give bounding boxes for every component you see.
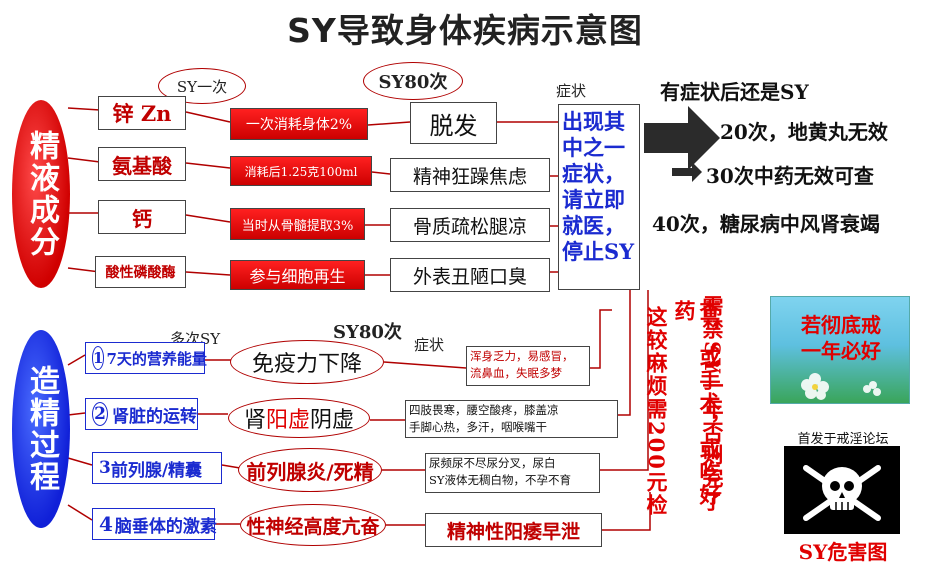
flower-icon: [801, 373, 881, 400]
poster-caption: SY危害图: [798, 540, 888, 564]
symptom-3-line-2: SY液体无稠白物，不孕不育: [429, 473, 571, 487]
effect-calcium: 当时从骨髓提取3%: [230, 208, 365, 240]
note-column-3: 这较麻烦需200元检: [644, 306, 669, 517]
step-label-2: 肾脏的运转: [112, 406, 197, 427]
sy80-top-label: SY80次: [363, 62, 463, 100]
effect-nerves: 性神经高度亢奋: [240, 504, 386, 546]
process-step-4: 4 脑垂体的激素: [92, 508, 217, 540]
poster-source: 首发于戒淫论坛: [797, 432, 889, 447]
kidney-yin: 阴虚: [310, 408, 355, 433]
kidney-prefix: 肾: [243, 408, 266, 433]
after-symptom-head: 有症状后还是SY: [660, 80, 809, 104]
kidney-yang: 阳虚: [265, 408, 310, 433]
skull-icon: [803, 465, 881, 521]
sy80-top-text: SY80次: [378, 72, 448, 93]
component-acid-phosphatase: 酸性磷酸酶: [95, 256, 186, 288]
note-column-2: 查，或手术，或吃好药: [672, 300, 722, 507]
symptom-2-line-1: 四肢畏寒，腰空酸疼，膝盖凉: [409, 403, 559, 417]
after-symptom-30: 30次中药无效可查: [706, 164, 874, 188]
effect-kidney: 肾阳虚阴虚: [228, 398, 370, 438]
step-label-4: 脑垂体的激素: [114, 516, 217, 537]
quit-line-1: 若彻底戒: [801, 313, 881, 337]
component-amino-acid: 氨基酸: [98, 147, 186, 181]
process-step-2: 2 肾脏的运转: [85, 398, 198, 430]
component-zinc: 锌 Zn: [98, 96, 186, 130]
effect-prostate: 前列腺炎/死精: [238, 448, 382, 492]
process-step-3: 3 前列腺/精囊: [92, 452, 222, 484]
symptom-1-line-2: 流鼻血，失眠多梦: [470, 366, 562, 380]
component-calcium: 钙: [98, 200, 186, 234]
step-number-1: 1: [92, 346, 105, 370]
process-step-1: 1 7天的营养能量: [85, 342, 207, 374]
result-appearance: 外表丑陋口臭: [390, 258, 550, 292]
quit-panel: 若彻底戒 一年必好: [770, 296, 910, 404]
sperm-process-oval: 造精过程: [12, 330, 70, 528]
after-symptom-20: 20次，地黄丸无效: [720, 120, 888, 144]
symptom-box-2: 四肢畏寒，腰空酸疼，膝盖凉 手脚心热，多汗，咽喉嘴干: [405, 400, 618, 438]
symptom-1-line-1: 浑身乏力，易感冒，: [470, 349, 574, 363]
step-number-4: 4: [99, 512, 113, 536]
symptom-2-line-2: 手脚心热，多汗，咽喉嘴干: [409, 420, 547, 434]
symptom-advice-box: 出现其中之一症状，请立即就医，停止SY: [558, 104, 640, 290]
step-label-1: 7天的营养能量: [106, 349, 207, 368]
result-anxiety: 精神狂躁焦虑: [390, 158, 550, 192]
step-number-2: 2: [92, 402, 108, 426]
symptom-3-line-1: 尿频尿不尽尿分叉，尿白: [429, 456, 556, 470]
step-number-3: 3: [99, 458, 111, 478]
effect-zinc: 一次消耗身体2%: [230, 108, 368, 140]
symptom-top-label: 症状: [556, 82, 587, 100]
quit-line-2: 一年必好: [801, 339, 881, 363]
symptom-box-3: 尿频尿不尽尿分叉，尿白 SY液体无稠白物，不孕不育: [425, 453, 600, 493]
symptom-box-4: 精神性阳痿早泄: [425, 513, 602, 547]
sy-once-text: SY一次: [176, 77, 228, 96]
effect-acid-phosphatase: 参与细胞再生: [230, 260, 365, 290]
effect-amino-acid: 消耗后1.25克100ml: [230, 156, 372, 186]
effect-immunity: 免疫力下降: [230, 340, 384, 384]
step-label-3: 前列腺/精囊: [110, 460, 203, 481]
page-title: SY导致身体疾病示意图: [287, 11, 643, 50]
sy80-mid-label: SY80次: [333, 322, 402, 343]
symptom-mid-label: 症状: [414, 336, 445, 354]
symptom-box-1: 浑身乏力，易感冒， 流鼻血，失眠多梦: [466, 346, 590, 386]
after-symptom-40: 40次，糖尿病中风肾衰竭: [652, 212, 880, 236]
skull-poster: [784, 446, 900, 534]
semen-components-oval: 精液成分: [12, 100, 70, 288]
result-hair-loss: 脱发: [410, 102, 497, 144]
result-osteoporosis: 骨质疏松腿凉: [390, 208, 550, 242]
note-column-1: 需禁SY一年否则完了: [700, 295, 725, 514]
